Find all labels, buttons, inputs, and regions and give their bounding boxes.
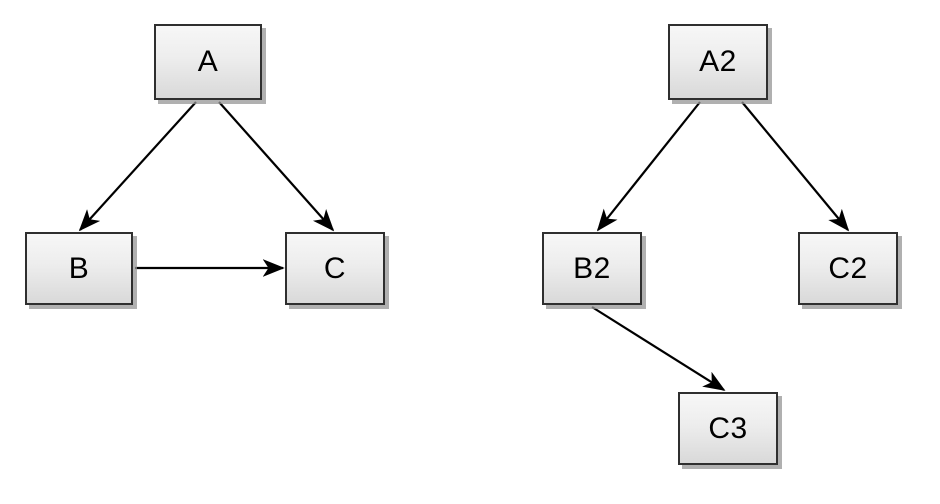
edge-a2-to-c2	[741, 101, 850, 232]
node-label: C2	[828, 251, 868, 285]
node-label: A2	[699, 45, 737, 78]
node-b[interactable]: B	[25, 232, 133, 305]
node-label: A	[197, 45, 219, 78]
node-c3[interactable]: C3	[678, 392, 778, 465]
edge-a2-to-b2	[596, 101, 701, 232]
node-c[interactable]: C	[285, 232, 385, 305]
edges-group	[78, 101, 850, 391]
node-label: C	[323, 251, 347, 285]
edge-b2-to-c3	[591, 306, 726, 391]
node-c2[interactable]: C2	[798, 232, 898, 305]
node-a2[interactable]: A2	[668, 24, 768, 100]
node-label: B2	[573, 251, 611, 285]
edge-a-to-c	[218, 101, 335, 232]
node-b2[interactable]: B2	[542, 232, 642, 305]
node-label: B	[68, 251, 90, 285]
node-label: C3	[708, 411, 748, 445]
edge-a-to-b	[78, 101, 197, 232]
node-a[interactable]: A	[154, 24, 262, 100]
